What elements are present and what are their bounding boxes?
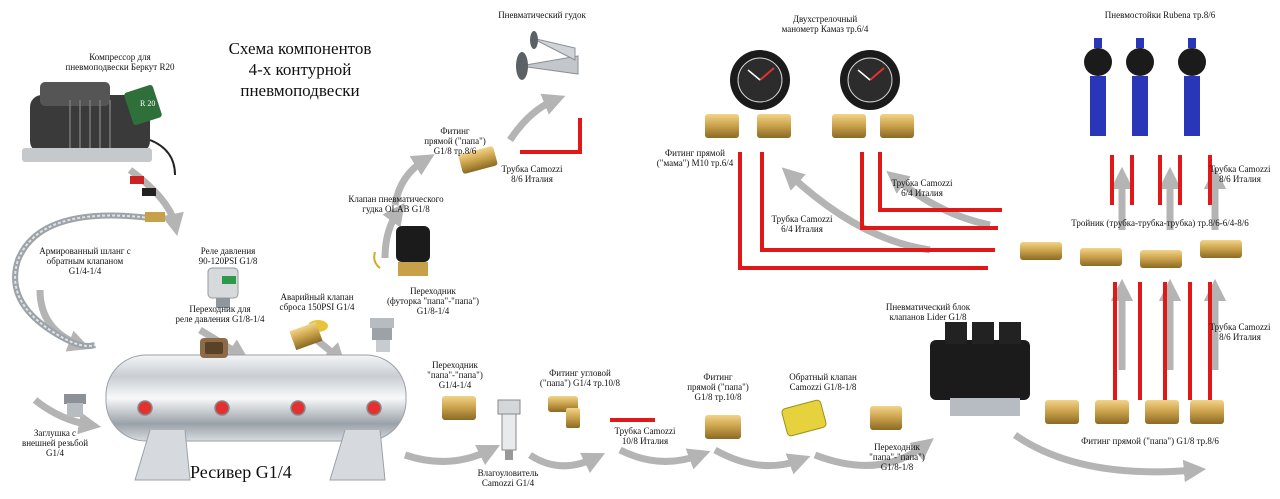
main-fitting-image <box>705 415 741 439</box>
hose-image <box>12 212 165 349</box>
label-fitting-angle: Фитинг угловой ("папа") G1/4 тр.10/8 <box>539 368 621 388</box>
label-safety-valve: Аварийный клапан сброса 150PSI G1/4 <box>279 292 355 312</box>
label-tube-horn: Трубка Camozzi 8/6 Италия <box>501 164 563 184</box>
label-horn: Пневматический гудок <box>498 10 586 20</box>
angle-fitting-image <box>548 396 580 428</box>
label-fitting-block: Фитинг прямой ("папа") G1/8 тр.8/6 <box>1081 436 1219 446</box>
label-adapter-bushing: Переходник (футорка "папа"-"папа") G1/8-… <box>386 286 480 316</box>
arrow-receiver-separator <box>403 444 501 466</box>
water-separator-image <box>497 399 521 460</box>
label-tube-main: Трубка Camozzi 10/8 Италия <box>614 426 676 446</box>
label-check-valve: Обратный клапан Camozzi G1/8-1/8 <box>789 372 857 392</box>
valve-block-image <box>930 322 1030 416</box>
label-adapter-block: Переходник "папа"-"папа") G1/8-1/8 <box>869 442 925 472</box>
label-water-separator: Влагоуловитель Camozzi G1/4 <box>477 468 539 488</box>
air-horn-image <box>516 31 579 80</box>
tee-fittings-image <box>1020 240 1242 268</box>
gauge-fittings-image <box>705 114 914 138</box>
diagram-title: Схема компонентов 4-х контурной пневмопо… <box>228 39 372 100</box>
tube-gauge-1 <box>738 152 988 270</box>
label-horn-valve: Клапан пневматического гудка OLAB G1/8 <box>348 194 444 214</box>
receiver-tank-image <box>105 354 407 481</box>
compressor-badge: R 20 <box>140 99 155 108</box>
label-relay-adapter: Переходник для реле давления G1/8-1/4 <box>175 304 265 324</box>
label-hose: Армированный шланг с обратным клапаном G… <box>39 246 131 276</box>
relay-adapter-image <box>200 338 228 358</box>
label-valve-block: Пневматический блок клапанов Lider G1/8 <box>885 302 971 322</box>
plug-image <box>64 394 86 417</box>
arrow-plug-receiver <box>32 397 102 435</box>
label-tube-gauge-b: Трубка Camozzi 6/4 Италия <box>771 214 833 234</box>
bushing-image <box>370 318 394 352</box>
red-tubes <box>520 118 1212 422</box>
check-valve-image <box>781 399 827 437</box>
tube-gauge-3 <box>860 152 998 230</box>
gauges-image <box>730 50 900 110</box>
label-struts: Пневмостойки Rubena тр.8/6 <box>1104 10 1216 20</box>
arrow-block-out-1 <box>1013 432 1207 483</box>
tube-gauge-2 <box>760 152 995 252</box>
arrow-check-block <box>813 438 934 469</box>
label-pressure-relay: Реле давления 90-120PSI G1/8 <box>198 246 258 266</box>
air-struts-image <box>1084 38 1206 136</box>
label-adapter-receiver: Переходник "папа"-"папа") G1/4-1/4 <box>427 360 483 390</box>
arrow-bushing-horn <box>381 202 405 259</box>
label-gauge: Двухстрелочный манометр Камаз тр.6/4 <box>781 14 869 34</box>
horn-valve-image <box>373 226 430 276</box>
arrow-compressor-hose <box>127 167 184 236</box>
tube-horn-line <box>520 118 582 154</box>
arrow-hornvalve-fitting <box>391 154 435 206</box>
safety-valve-image <box>289 320 328 351</box>
flow-arrows <box>32 93 1227 483</box>
arrow-tube-fitting <box>618 446 711 470</box>
arrow-fitting-check <box>713 446 811 475</box>
pressure-relay-image <box>207 267 239 308</box>
tube-gauge-4 <box>878 152 1002 212</box>
adapter-block-image <box>870 406 902 430</box>
label-tube-struts-top: Трубка Camozzi 8/6 Италия <box>1209 164 1271 184</box>
arrow-separator-tube <box>528 452 606 473</box>
compressor-image <box>22 82 176 196</box>
block-fittings-image <box>1045 400 1224 424</box>
label-fitting-gauge: Фитинг прямой ("мама") М10 тр.6/4 <box>656 148 734 168</box>
label-tube-gauge-a: Трубка Camozzi 6/4 Италия <box>891 178 953 198</box>
fitting-horn-image <box>458 146 498 174</box>
label-plug: Заглушка с внешней резьбой G1/4 <box>21 428 89 458</box>
adapter-receiver-image <box>442 396 476 420</box>
label-fitting-main: Фитинг прямой ("папа") G1/8 тр.10/8 <box>687 372 749 402</box>
label-tee: Тройник (трубка-трубка-трубка) тр.8/6-6/… <box>1071 218 1249 228</box>
receiver-label: Ресивер G1/4 <box>190 462 292 482</box>
label-compressor: Компрессор для пневмоподвески Беркут R20 <box>65 52 175 72</box>
arrow-fitting-horn <box>507 93 566 142</box>
label-tube-struts-mid: Трубка Camozzi 8/6 Италия <box>1209 322 1271 342</box>
label-fitting-horn: Фитинг прямой ("папа") G1/8 тр.8/6 <box>424 126 486 156</box>
